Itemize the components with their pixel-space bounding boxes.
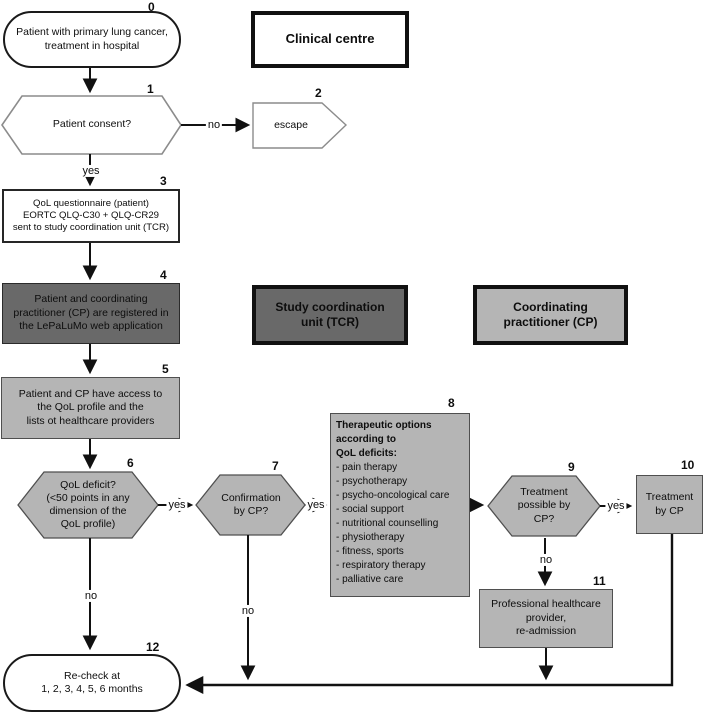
therapy-item: - respiratory therapy — [336, 560, 426, 571]
node-number: 2 — [315, 86, 322, 100]
therapy-item: - palliative care — [336, 574, 404, 585]
node-number: 1 — [147, 82, 154, 96]
node-treatment-possible-text: Treatment possible by CP? — [517, 486, 571, 525]
node-number: 12 — [146, 640, 160, 654]
node-access-qol-profile: Patient and CP have access to the QoL pr… — [1, 377, 180, 439]
node-treatment-by-cp: Treatment by CP — [636, 475, 703, 534]
edge-label-no: no — [205, 118, 223, 132]
legend-cp-label: Coordinating practitioner (CP) — [503, 299, 598, 329]
node-qol-deficit-text: QoL deficit? (<50 points in any dimensio… — [46, 478, 130, 531]
node-number: 5 — [162, 362, 169, 376]
node-recheck-text: Re-check at 1, 2, 3, 4, 5, 6 months — [41, 669, 143, 695]
therapy-item: - psychotherapy — [336, 476, 408, 487]
node-confirmation-by-cp-text: Confirmation by CP? — [221, 491, 281, 517]
node-qol-questionnaire-text: QoL questionnaire (patient) EORTC QLQ-C3… — [12, 197, 170, 234]
node-escape-text: escape — [274, 118, 308, 131]
node-patient-consent-text: Patient consent? — [52, 118, 132, 131]
node-number: 9 — [568, 460, 575, 474]
therapeutic-options-title: Therapeutic options according to QoL def… — [336, 420, 432, 459]
node-professional-provider: Professional healthcare provider, re-adm… — [479, 589, 613, 648]
node-confirmation-by-cp: Confirmation by CP? — [206, 475, 296, 535]
node-professional-provider-text: Professional healthcare provider, re-adm… — [491, 598, 601, 638]
node-number: 0 — [148, 0, 155, 14]
therapy-item: - nutritional counselling — [336, 518, 439, 529]
node-start-patient: Patient with primary lung cancer, treatm… — [3, 11, 181, 68]
edge-label-yes: yes — [305, 498, 327, 512]
node-registration: Patient and coordinating practitioner (C… — [2, 283, 180, 344]
therapy-item: - psycho-oncological care — [336, 490, 450, 501]
node-number: 11 — [593, 574, 606, 588]
node-number: 3 — [160, 174, 167, 188]
node-number: 7 — [272, 459, 279, 473]
legend-coordinating-practitioner: Coordinating practitioner (CP) — [473, 285, 628, 345]
edge-label-yes: yes — [166, 498, 188, 512]
therapy-item: - social support — [336, 504, 404, 515]
node-number: 6 — [127, 456, 134, 470]
legend-clinical-centre: Clinical centre — [251, 11, 409, 68]
node-start-text: Patient with primary lung cancer, treatm… — [16, 26, 168, 52]
node-recheck: Re-check at 1, 2, 3, 4, 5, 6 months — [3, 654, 181, 712]
node-number: 4 — [160, 268, 167, 282]
node-therapeutic-options: Therapeutic options according to QoL def… — [330, 413, 470, 597]
edge-label-no: no — [239, 604, 257, 618]
node-number: 10 — [681, 458, 695, 472]
legend-tcr-label: Study coordination unit (TCR) — [275, 299, 385, 329]
node-access-qol-profile-text: Patient and CP have access to the QoL pr… — [18, 387, 163, 427]
edge-label-yes: yes — [605, 499, 627, 513]
arrow-10-12-return — [185, 534, 674, 694]
node-number: 8 — [448, 396, 455, 410]
node-registration-text: Patient and coordinating practitioner (C… — [13, 293, 169, 333]
node-qol-deficit: QoL deficit? (<50 points in any dimensio… — [24, 472, 152, 538]
node-treatment-possible: Treatment possible by CP? — [495, 476, 593, 536]
node-qol-questionnaire: QoL questionnaire (patient) EORTC QLQ-C3… — [2, 189, 180, 243]
edge-label-no: no — [537, 553, 555, 567]
edge-label-no: no — [82, 589, 100, 603]
therapy-item: - physiotherapy — [336, 532, 405, 543]
legend-clinical-centre-label: Clinical centre — [285, 31, 375, 47]
legend-study-coordination-unit: Study coordination unit (TCR) — [252, 285, 408, 345]
node-escape: escape — [253, 103, 329, 148]
pentagon-escape — [252, 102, 348, 149]
therapy-item: - fitness, sports — [336, 546, 404, 557]
edge-label-yes: yes — [80, 164, 102, 178]
node-treatment-by-cp-text: Treatment by CP — [645, 491, 694, 517]
node-patient-consent: Patient consent? — [22, 96, 162, 154]
therapy-item: - pain therapy — [336, 462, 398, 473]
